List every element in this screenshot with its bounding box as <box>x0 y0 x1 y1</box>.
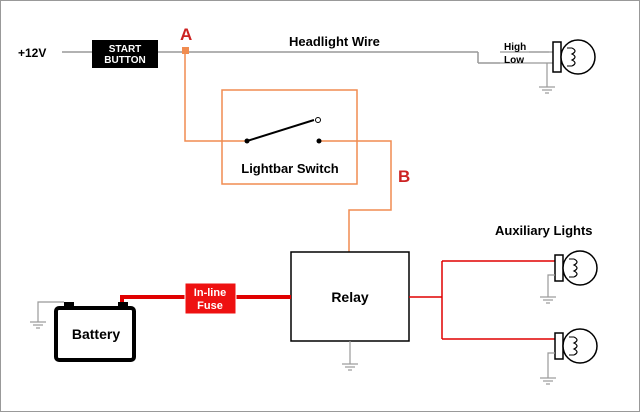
ground-symbol-icon <box>342 341 358 371</box>
point-a-label: A <box>180 25 192 44</box>
aux-light-bulb-icon <box>554 328 598 364</box>
point-a-marker <box>182 47 189 54</box>
start-button-label-1: START <box>109 44 142 55</box>
lightbar-switch-box <box>221 89 358 185</box>
switch-wiring <box>184 54 392 252</box>
start-button: START BUTTON <box>92 40 158 68</box>
fuse-label-1: In-line <box>194 287 226 299</box>
lightbar-switch-contacts <box>244 117 322 144</box>
headlight-wire <box>62 51 500 64</box>
relay-label: Relay <box>331 289 369 305</box>
headlight-wire-label: Headlight Wire <box>289 34 380 49</box>
high-low-leads <box>500 51 553 64</box>
ground-symbol-icon <box>540 274 556 304</box>
ground-symbol-icon <box>30 301 64 329</box>
aux-light-bulb-icon <box>554 250 598 286</box>
auxiliary-lights-label: Auxiliary Lights <box>495 223 593 238</box>
battery-label: Battery <box>72 326 120 342</box>
start-button-label-2: BUTTON <box>104 55 145 66</box>
relay: Relay <box>290 251 410 342</box>
ground-symbol-icon <box>540 352 556 385</box>
relay-to-aux-wire <box>409 260 555 340</box>
inline-fuse: In-line Fuse <box>184 282 237 315</box>
low-label: Low <box>504 55 524 66</box>
fuse-label-2: Fuse <box>197 300 223 312</box>
ground-symbol-icon <box>539 63 555 94</box>
supply-label: +12V <box>18 46 46 60</box>
lightbar-switch-label: Lightbar Switch <box>241 161 339 176</box>
battery: Battery <box>54 302 136 362</box>
point-b-label: B <box>398 167 410 186</box>
high-label: High <box>504 42 526 53</box>
headlight-bulb-icon <box>552 39 596 75</box>
